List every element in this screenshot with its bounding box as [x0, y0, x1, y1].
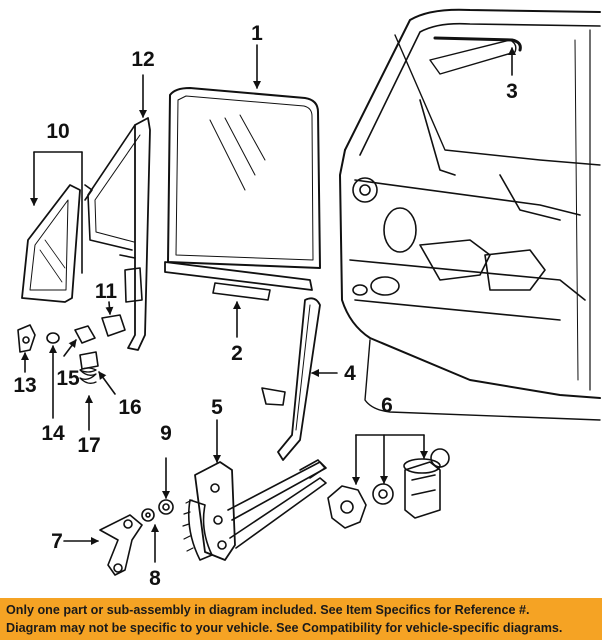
callout-16: 16	[118, 396, 141, 419]
window-regulator	[182, 459, 327, 561]
callout-5: 5	[211, 396, 223, 419]
regulator-motor	[327, 448, 450, 529]
disclaimer-line-2: Diagram may not be specific to your vehi…	[6, 621, 563, 635]
callout-6: 6	[381, 394, 393, 417]
door-glass-parts-diagram: 1 2 3 4 5 6 7 8 9 10 11 12 13 14 15 16 1…	[13, 8, 601, 590]
callout-7: 7	[51, 530, 63, 553]
callout-15: 15	[56, 367, 80, 390]
callout-3: 3	[506, 80, 518, 103]
callout-10: 10	[46, 120, 69, 143]
washers	[141, 499, 174, 522]
small-hardware	[17, 314, 126, 384]
callout-14: 14	[41, 422, 65, 445]
glass-channel	[164, 261, 313, 301]
crank-handle	[99, 514, 143, 576]
callout-2: 2	[231, 342, 243, 365]
door-glass	[167, 87, 321, 269]
callout-9: 9	[160, 422, 172, 445]
run-channel	[261, 297, 321, 461]
disclaimer-banner: Only one part or sub-assembly in diagram…	[0, 598, 602, 640]
callout-1: 1	[251, 22, 263, 45]
callout-8: 8	[149, 567, 161, 590]
vent-frame	[84, 117, 151, 351]
callout-17: 17	[77, 434, 100, 457]
door-shell	[339, 8, 601, 421]
callout-11: 11	[95, 280, 118, 303]
disclaimer-line-1: Only one part or sub-assembly in diagram…	[6, 603, 530, 617]
callout-13: 13	[13, 374, 36, 397]
callout-4: 4	[344, 362, 356, 385]
callout-numbers: 1 2 3 4 5 6 7 8 9 10 11 12 13 14 15 16 1…	[13, 22, 518, 590]
weatherstrip	[433, 36, 522, 52]
vent-glass	[21, 184, 81, 303]
callout-12: 12	[131, 48, 154, 71]
leader-lines	[21, 44, 516, 563]
